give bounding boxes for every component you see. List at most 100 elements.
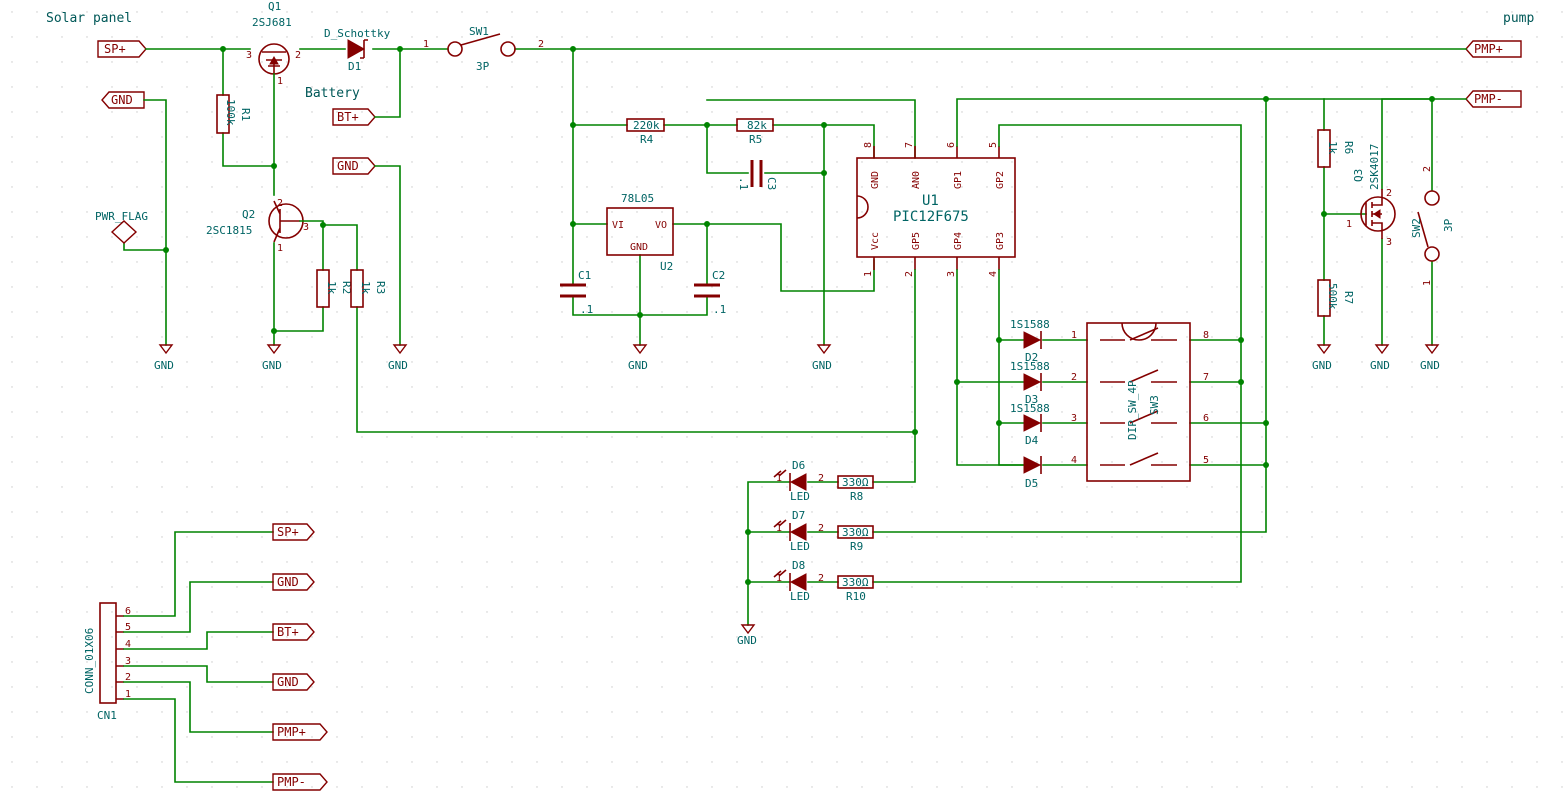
svg-text:2: 2 [538,39,544,50]
svg-text:1: 1 [863,271,874,277]
r6-resistor[interactable]: 1k R6 [1317,129,1355,168]
svg-text:GND: GND [1370,359,1390,372]
svg-text:GND: GND [630,242,648,253]
svg-text:GND: GND [388,359,408,372]
svg-text:220k: 220k [633,119,660,132]
svg-text:1: 1 [1422,280,1433,286]
svg-text:2: 2 [1386,188,1392,199]
svg-text:R2: R2 [340,281,353,294]
svg-text:SP+: SP+ [277,525,299,539]
d1-schottky-diode[interactable]: D_Schottky D1 [324,27,391,73]
svg-text:1k: 1k [325,281,338,295]
svg-text:GND: GND [111,93,133,107]
wire-r1-q2 [222,48,277,196]
label-bt-plus[interactable]: BT+ [332,108,376,126]
cn1-label-bt-plus[interactable]: BT+ [272,623,315,641]
label-pmp-minus[interactable]: PMP- [1465,90,1522,108]
svg-text:R4: R4 [640,133,654,146]
r9-resistor[interactable]: 330Ω R9 [837,525,874,553]
svg-text:500k: 500k [1326,283,1339,310]
svg-text:3: 3 [246,50,252,61]
r4-resistor[interactable]: 220k R4 [626,118,665,146]
label-gnd-left[interactable]: GND [101,91,145,109]
svg-text:8: 8 [863,142,874,148]
svg-text:SW1: SW1 [469,25,489,38]
sw1-switch[interactable]: SW1 3P 1 2 [423,25,544,73]
label-pmp-plus[interactable]: PMP+ [1465,40,1522,58]
r7-resistor[interactable]: 500k R7 [1317,279,1355,317]
svg-text:1: 1 [776,473,782,484]
svg-text:GP5: GP5 [911,232,922,250]
d2-diode[interactable]: 1S1588 D2 [1010,318,1050,364]
cn1-label-pmp-plus[interactable]: PMP+ [272,723,328,741]
r10-resistor[interactable]: 330Ω R10 [837,575,874,603]
r8-resistor[interactable]: 330Ω R8 [837,475,874,503]
d8-led[interactable]: D8 LED 1 2 [773,559,824,603]
sw3-dip-switch[interactable]: DIP_SW_4P SW3 1 2 3 4 8 7 6 5 [1071,322,1209,482]
cn1-label-gnd-2[interactable]: GND [272,673,315,691]
svg-text:2: 2 [904,271,915,277]
svg-text:4: 4 [125,639,131,650]
c3-capacitor[interactable]: .1 C3 [737,160,778,190]
svg-text:D7: D7 [792,509,805,522]
svg-text:GP3: GP3 [995,232,1006,250]
gnd-symbol-1: GND [154,344,174,372]
svg-text:GND: GND [262,359,282,372]
u2-regulator[interactable]: VI VO GND 78L05 U2 [606,192,674,273]
gnd-symbol-3: GND [388,344,408,372]
svg-text:VI: VI [612,220,624,231]
gnd-symbol-9: GND [1420,344,1440,372]
d6-led[interactable]: D6 LED 1 2 [773,459,824,503]
svg-text:1k: 1k [1326,141,1339,155]
d3-diode[interactable]: 1S1588 D3 [1010,360,1050,406]
svg-text:82k: 82k [747,119,767,132]
svg-text:GND: GND [337,159,359,173]
svg-text:PMP-: PMP- [277,775,306,789]
r2-resistor[interactable]: 1k R2 [316,269,353,308]
cn1-connector[interactable]: CN1 CONN_01X06 6 5 4 3 2 1 [83,602,131,722]
cn1-label-pmp-minus[interactable]: PMP- [272,773,328,791]
r1-resistor[interactable]: 100k R1 [216,94,252,134]
svg-text:R7: R7 [1342,291,1355,304]
svg-text:3: 3 [125,656,131,667]
cn1-label-sp-plus[interactable]: SP+ [272,523,315,541]
wire-leds [745,481,839,626]
sw2-switch[interactable]: SW2 3P 2 1 [1410,166,1455,286]
svg-text:Q3: Q3 [1352,169,1365,182]
svg-text:1: 1 [277,76,283,87]
q3-mosfet[interactable]: Q3 2SK4017 1 2 3 [1346,144,1396,248]
svg-text:D2: D2 [1025,351,1038,364]
svg-text:Vcc: Vcc [870,232,881,250]
r5-resistor[interactable]: 82k R5 [736,118,774,146]
svg-text:1: 1 [1346,219,1352,230]
svg-text:LED: LED [790,590,810,603]
svg-text:C2: C2 [712,269,725,282]
svg-text:CONN_01X06: CONN_01X06 [83,628,96,694]
d7-led[interactable]: D7 LED 1 2 [773,509,824,553]
r3-resistor[interactable]: 1k R3 [350,269,387,308]
svg-text:SW2: SW2 [1410,218,1423,238]
svg-text:2: 2 [1422,166,1433,172]
label-sp-plus[interactable]: SP+ [97,40,147,58]
svg-text:GND: GND [737,634,757,647]
d5-diode[interactable]: D5 [1023,456,1042,490]
svg-text:GP4: GP4 [953,232,964,250]
gnd-symbol-7: GND [1312,344,1332,372]
d4-diode[interactable]: 1S1588 D4 [1010,402,1050,447]
label-gnd-mid[interactable]: GND [332,157,376,175]
svg-text:330Ω: 330Ω [842,476,869,489]
cn1-label-gnd-1[interactable]: GND [272,573,315,591]
svg-text:1: 1 [776,523,782,534]
svg-text:3: 3 [1386,237,1392,248]
svg-text:R10: R10 [846,590,866,603]
svg-text:1: 1 [423,39,429,50]
c1-capacitor[interactable]: C1 .1 [560,269,593,316]
pwr-flag[interactable]: PWR_FLAG [95,210,148,244]
svg-text:2: 2 [125,672,131,683]
svg-text:3: 3 [1071,413,1077,424]
svg-text:78L05: 78L05 [621,192,654,205]
svg-text:C1: C1 [578,269,591,282]
u1-microcontroller[interactable]: U1 PIC12F675 GND AN0 GP1 GP2 Vcc GP5 GP4… [856,142,1016,277]
c2-capacitor[interactable]: C2 .1 [694,269,726,316]
